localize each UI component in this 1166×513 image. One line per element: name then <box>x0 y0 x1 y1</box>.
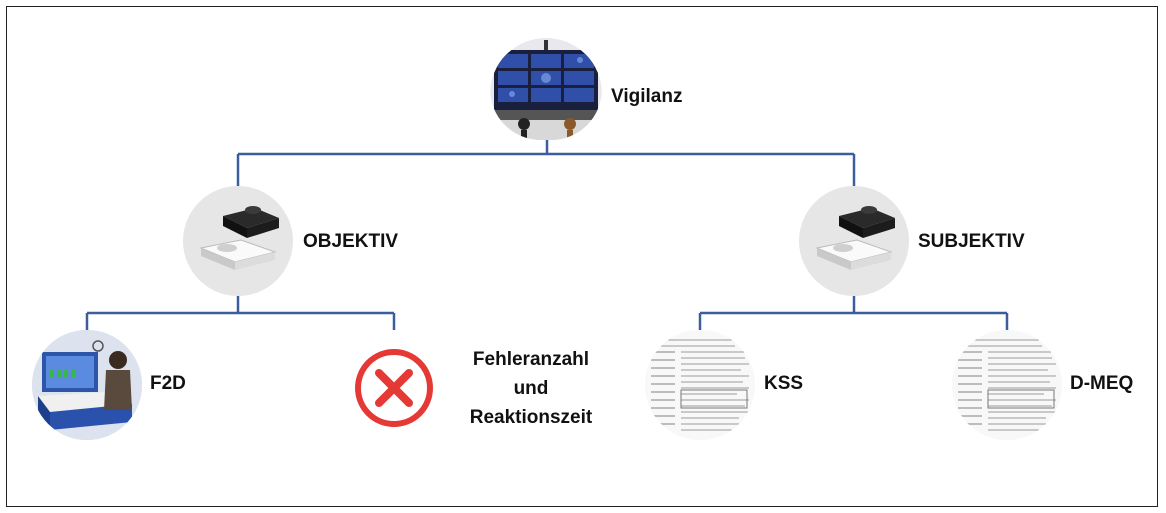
objektiv-label: OBJEKTIV <box>303 231 399 252</box>
f2d-label: F2D <box>150 373 186 394</box>
fehler-label: Fehleranzahl und Reaktionszeit <box>456 345 606 432</box>
fehler-line-1: Fehleranzahl <box>472 349 590 370</box>
red-x-icon <box>351 345 437 431</box>
questionnaire-icon <box>645 330 755 440</box>
f2d-device-icon <box>32 330 142 440</box>
subjektiv-label: SUBJEKTIV <box>918 231 1025 252</box>
questionnaire-icon <box>952 330 1062 440</box>
fehler-line-2: und <box>513 378 549 399</box>
puzzle-icon <box>183 186 293 296</box>
puzzle-icon <box>799 186 909 296</box>
fehler-line-3: Reaktionszeit <box>469 407 593 428</box>
dmeq-label: D-MEQ <box>1070 373 1134 394</box>
root-label: Vigilanz <box>611 86 683 107</box>
kss-label: KSS <box>764 373 804 394</box>
control-room-icon <box>490 38 602 140</box>
